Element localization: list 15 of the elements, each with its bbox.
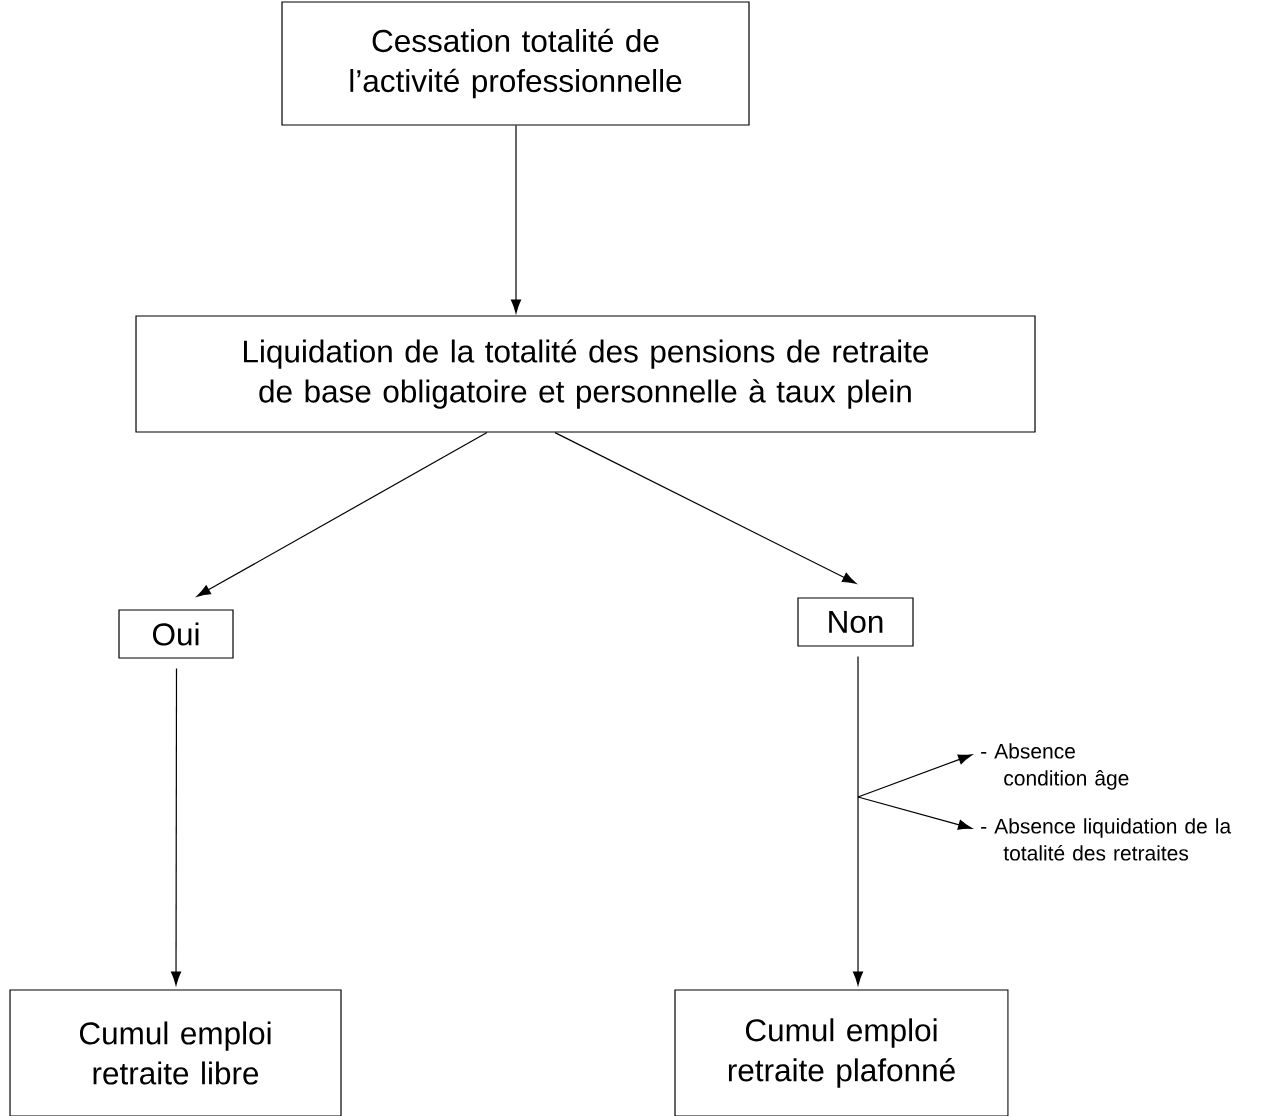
process-box: Liquidation de la totalité des pensions de retraite de base obligatoire et personnelle à taux plein xyxy=(135,315,1036,433)
process-box: Cumul emploi retraite plafonné xyxy=(674,989,1009,1116)
arrow xyxy=(196,432,488,597)
condition-text: - Absence liquidation de la totalité des retraites xyxy=(981,818,1232,861)
arrow xyxy=(170,668,182,986)
arrow xyxy=(510,125,522,314)
process-box: Cessation totalité de l’activité professionnelle xyxy=(281,1,750,126)
arrow xyxy=(852,656,864,986)
answer-box: Non xyxy=(797,597,914,647)
arrow xyxy=(857,796,972,830)
arrow xyxy=(554,432,857,584)
answer-box: Oui xyxy=(118,609,234,659)
condition-text: - Absence condition âge xyxy=(981,743,1129,790)
process-box: Cumul emploi retraite libre xyxy=(9,989,342,1116)
arrow xyxy=(857,754,973,798)
